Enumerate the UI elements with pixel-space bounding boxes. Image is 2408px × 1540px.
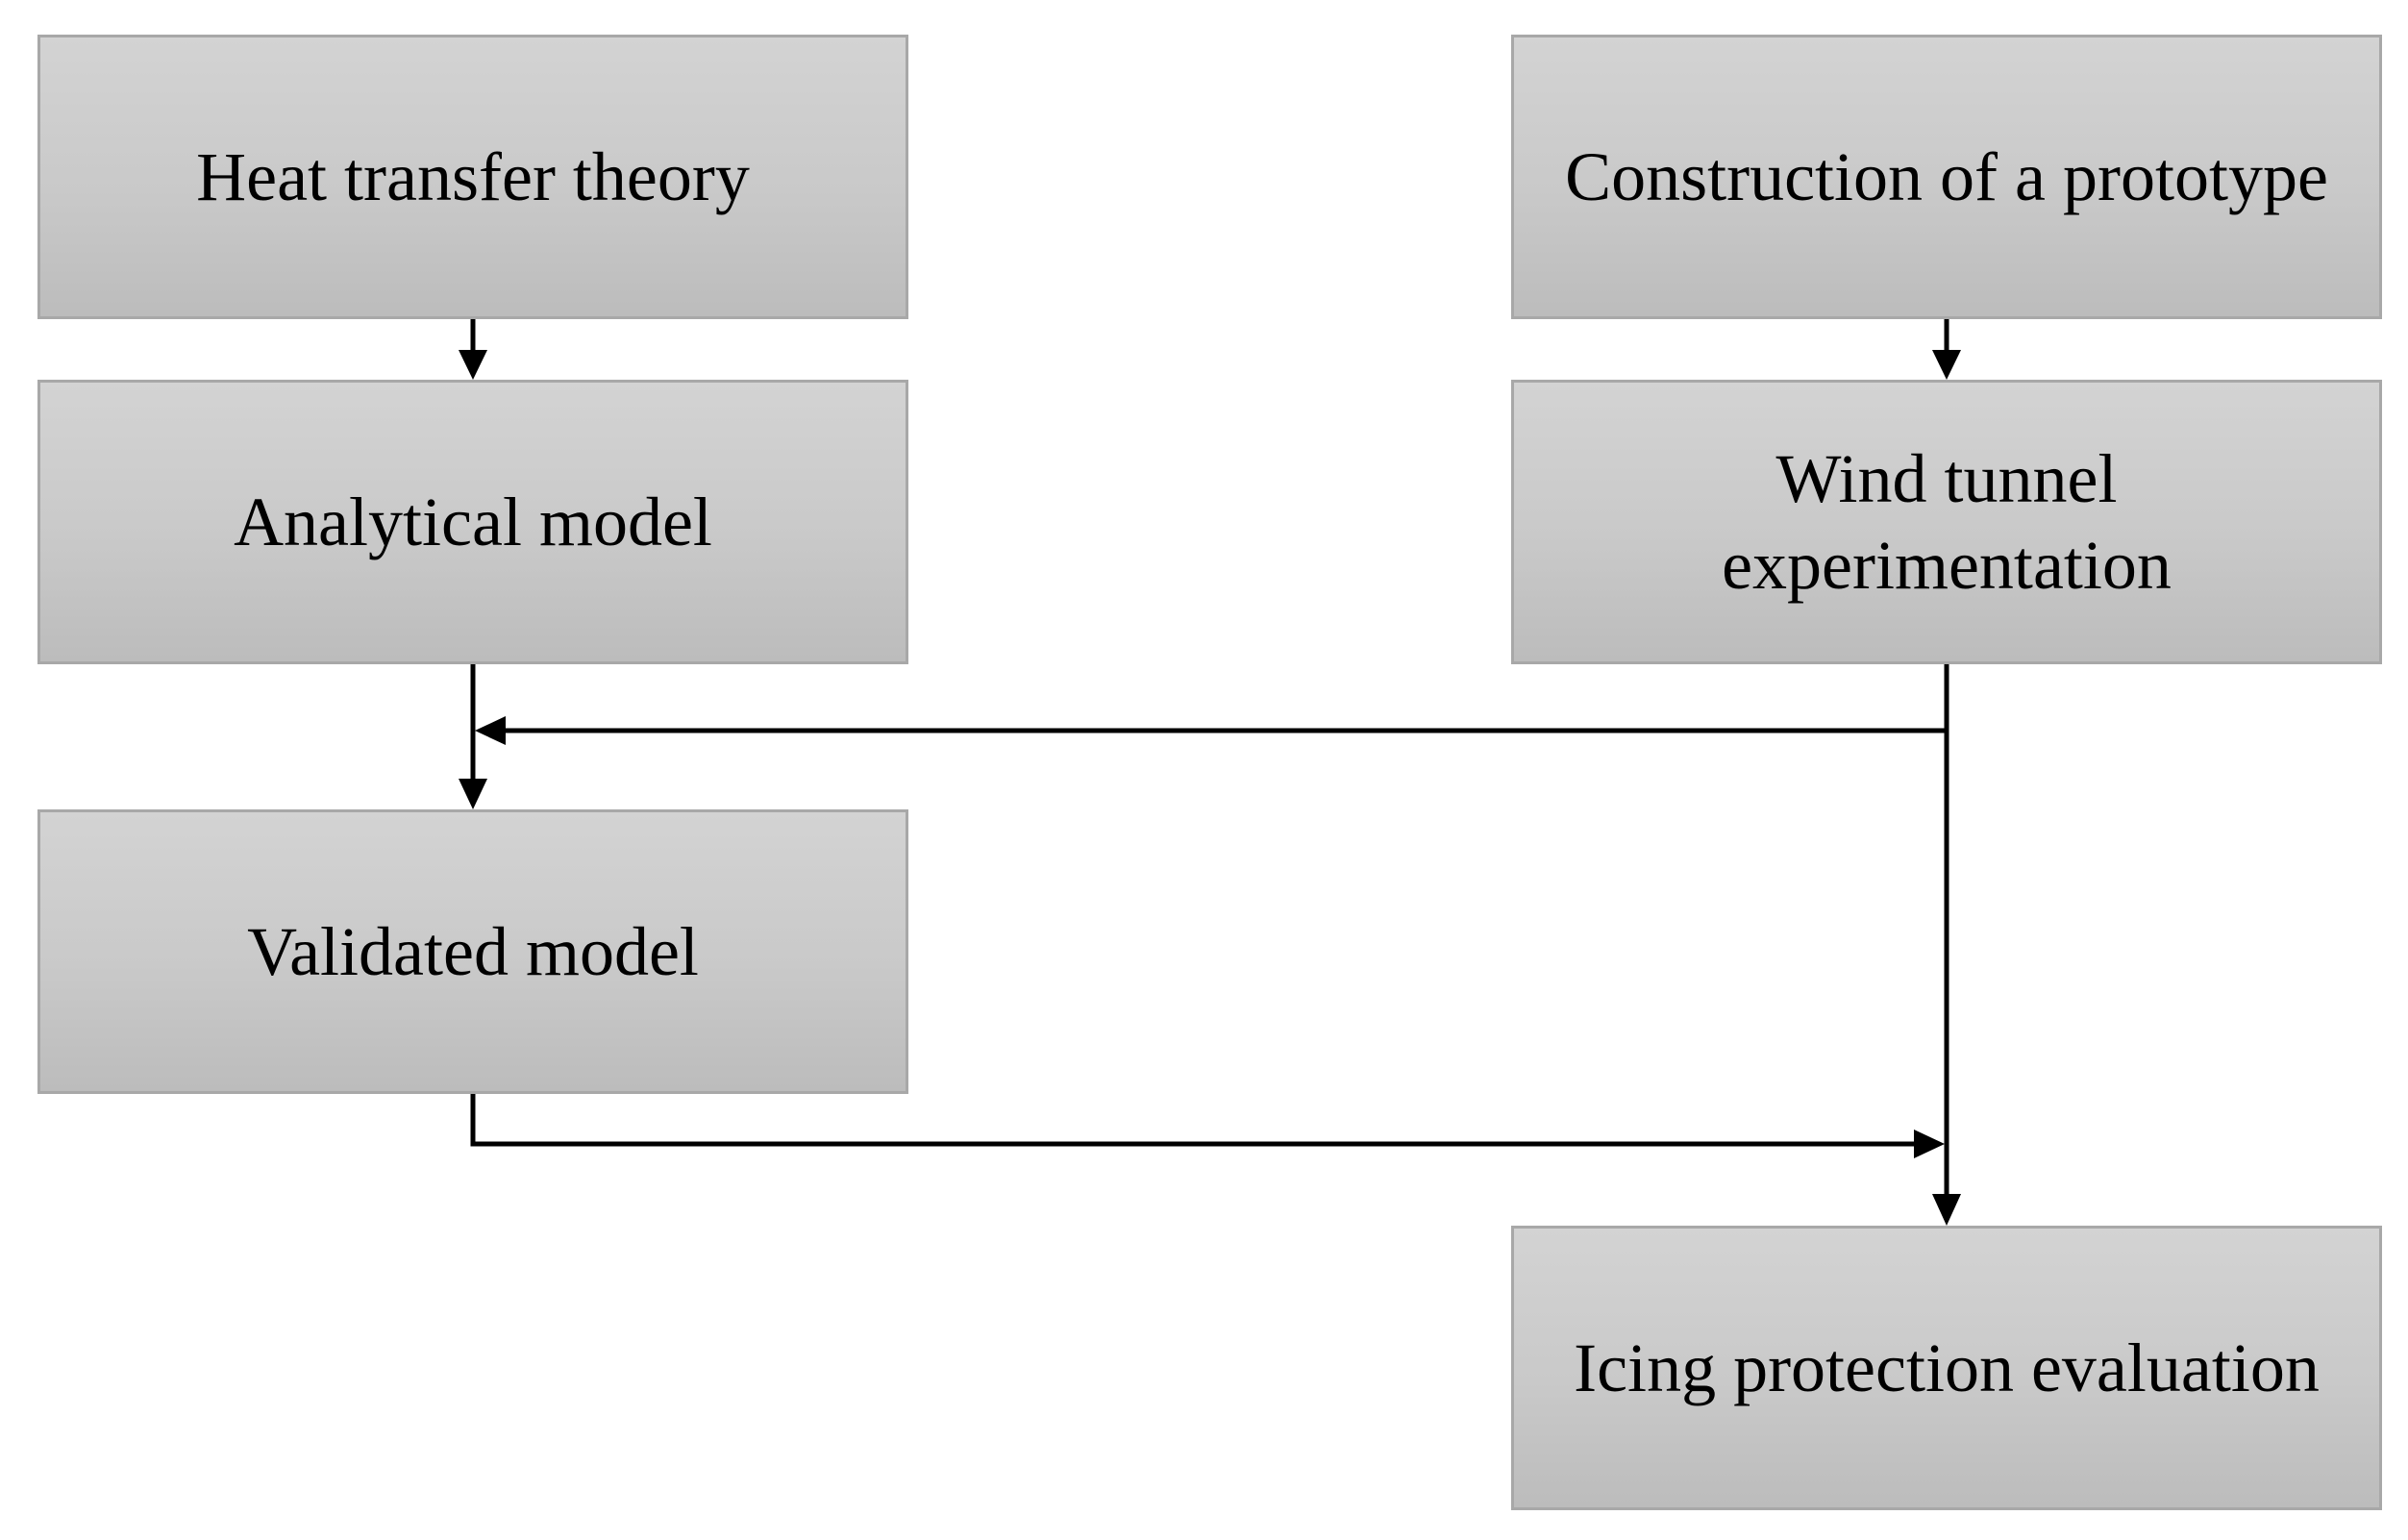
arrowhead-wind-to-icing bbox=[1932, 1194, 1961, 1226]
icing-protection-box: Icing protection evaluation bbox=[1511, 1226, 2382, 1510]
validated-model-label: Validated model bbox=[247, 913, 699, 990]
arrowhead-validated-to-icing bbox=[1914, 1130, 1945, 1158]
heat-transfer-theory-label: Heat transfer theory bbox=[196, 138, 750, 215]
icing-protection-label: Icing protection evaluation bbox=[1574, 1329, 2320, 1406]
analytical-model-box: Analytical model bbox=[37, 380, 908, 664]
wind-tunnel-label: Wind tunnel experimentation bbox=[1722, 440, 2172, 604]
validated-model-box: Validated model bbox=[37, 809, 908, 1094]
connector-validated-to-icing bbox=[470, 1094, 1916, 1147]
arrowhead-analytical-to-validated bbox=[459, 779, 487, 809]
arrowhead-prototype-to-wind bbox=[1932, 350, 1961, 380]
construction-prototype-label: Construction of a prototype bbox=[1565, 138, 2328, 215]
arrowhead-wind-to-validated bbox=[475, 716, 506, 745]
analytical-model-label: Analytical model bbox=[234, 484, 712, 560]
arrowhead-heat-to-analytical bbox=[459, 350, 487, 380]
construction-prototype-box: Construction of a prototype bbox=[1511, 35, 2382, 319]
heat-transfer-theory-box: Heat transfer theory bbox=[37, 35, 908, 319]
wind-tunnel-box: Wind tunnel experimentation bbox=[1511, 380, 2382, 664]
